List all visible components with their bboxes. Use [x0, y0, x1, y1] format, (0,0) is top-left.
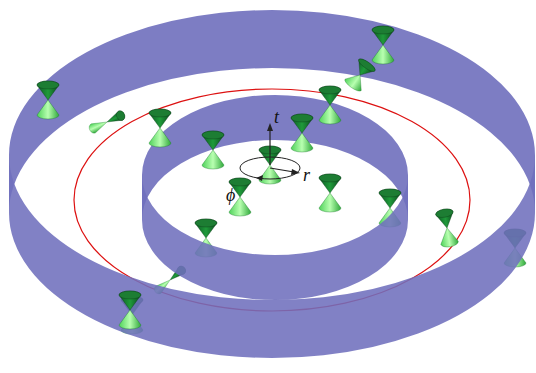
t-arrowhead — [267, 123, 273, 131]
phi-arrowhead — [256, 175, 263, 181]
light-cone — [372, 26, 394, 64]
tilted-light-cone — [435, 208, 459, 248]
axis-label: r — [303, 166, 310, 184]
inner-wall-back — [142, 95, 408, 220]
light-cone — [37, 81, 59, 119]
inner-wall-front — [142, 175, 408, 300]
t-axis — [269, 128, 270, 165]
r-arrowhead — [291, 169, 300, 175]
closed-timelike-curve — [74, 89, 470, 311]
light-cone — [319, 174, 341, 212]
light-cone — [202, 131, 224, 169]
r-axis — [270, 168, 294, 172]
axis-label: t — [274, 108, 279, 126]
light-cone — [149, 109, 171, 147]
light-cone — [291, 114, 313, 152]
light-cone — [319, 86, 341, 124]
tilted-light-cone — [343, 57, 377, 93]
axis-label: ϕ — [226, 186, 235, 204]
light-cone — [119, 291, 141, 329]
tilted-light-cone — [88, 109, 127, 134]
outer-wall-front — [9, 155, 535, 358]
